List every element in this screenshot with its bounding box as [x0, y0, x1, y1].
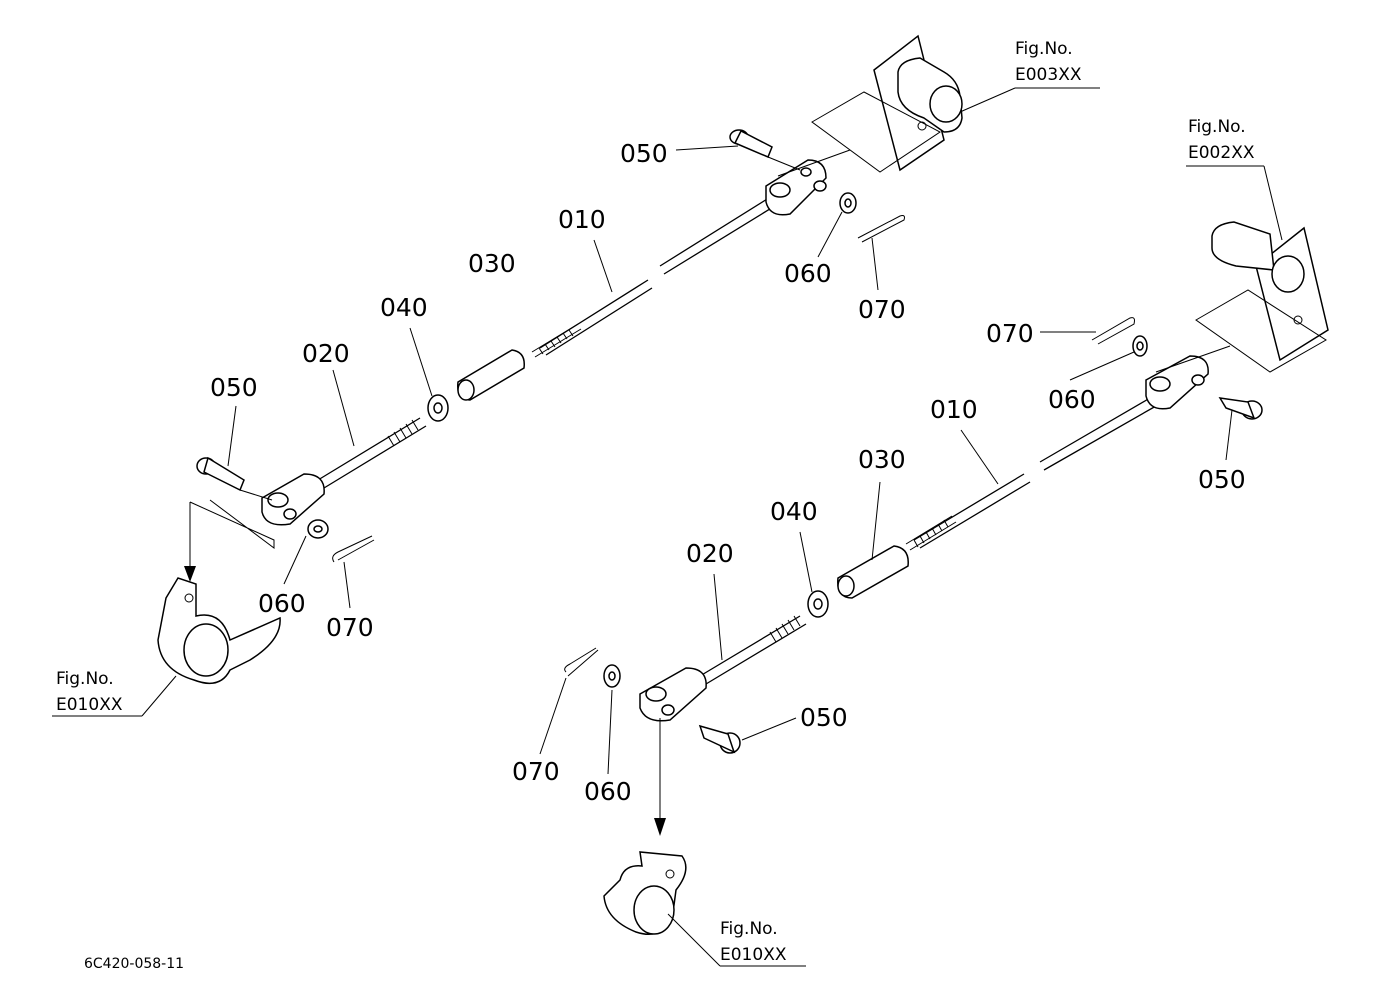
pin-050-upper-left	[196, 456, 273, 501]
rod-020-upper	[317, 417, 427, 489]
leader-lines	[52, 87, 1283, 967]
clevis-upper-bottom	[261, 473, 325, 526]
clevis-lower-bottom	[639, 667, 707, 722]
cotter-pin-070-lower-bottom	[564, 647, 599, 677]
fig-label-e010xx-bottom-fig: Fig.No.	[720, 919, 778, 939]
bracket-e003xx	[777, 34, 963, 177]
bracket-e002xx	[1155, 221, 1329, 373]
label-070-lower-bottom: 070	[512, 757, 560, 786]
label-060-lower-right: 060	[1048, 385, 1096, 414]
fig-label-e003xx-fig: Fig.No.	[1015, 39, 1073, 59]
turnbuckle-030-lower	[837, 545, 909, 599]
label-040-upper: 040	[380, 293, 428, 322]
arm-e010xx-left	[157, 499, 281, 685]
arm-e010xx-bottom	[603, 718, 687, 935]
fig-label-e010xx-bottom-num: E010XX	[720, 945, 787, 965]
rod-020-lower	[699, 615, 807, 685]
fig-label-e002xx-fig: Fig.No.	[1188, 117, 1246, 137]
rod-010-lower	[905, 397, 1157, 551]
fig-label-e003xx-num: E003XX	[1015, 65, 1082, 85]
pin-050-upper-top	[729, 129, 801, 171]
label-020-lower: 020	[686, 539, 734, 568]
fig-label-e002xx-num: E002XX	[1188, 143, 1255, 163]
clevis-upper-top	[765, 159, 827, 216]
label-050-lower-bottom: 050	[800, 703, 848, 732]
cotter-pin-070-lower-right	[1091, 317, 1135, 345]
label-030-lower: 030	[858, 445, 906, 474]
label-070-upper-top: 070	[858, 295, 906, 324]
pin-050-lower-right	[1218, 397, 1263, 420]
label-020-upper: 020	[302, 339, 350, 368]
label-060-upper-left: 060	[258, 589, 306, 618]
label-060-upper-top: 060	[784, 259, 832, 288]
fig-label-e010xx-left-fig: Fig.No.	[56, 669, 114, 689]
drawing-code: 6C420-058-11	[84, 956, 184, 972]
washer-060-lower-bottom	[603, 664, 621, 688]
pin-050-lower-bottom	[698, 724, 741, 754]
labels: Fig.No. E003XX 050 010 030 060 070 040 0…	[56, 39, 1255, 972]
clevis-lower-top	[1145, 355, 1209, 410]
label-010-lower: 010	[930, 395, 978, 424]
rod-010-upper	[531, 195, 779, 358]
upper-assembly	[157, 34, 963, 685]
cotter-pin-070-upper-top	[857, 215, 905, 243]
label-060-lower-bottom: 060	[584, 777, 632, 806]
fig-label-e010xx-left-num: E010XX	[56, 695, 123, 715]
label-050-lower-right: 050	[1198, 465, 1246, 494]
label-070-lower-right: 070	[986, 319, 1034, 348]
washer-060-upper-left	[307, 519, 329, 539]
lower-assembly	[564, 221, 1329, 935]
cotter-pin-070-upper-left	[332, 535, 375, 563]
label-050-upper-top: 050	[620, 139, 668, 168]
label-010-upper: 010	[558, 205, 606, 234]
washer-060-upper-top	[839, 192, 857, 214]
nut-040-lower	[807, 590, 829, 618]
washer-060-lower-right	[1132, 335, 1148, 357]
turnbuckle-030-upper	[457, 349, 525, 401]
nut-040-upper	[427, 394, 449, 422]
label-070-upper-left: 070	[326, 613, 374, 642]
label-040-lower: 040	[770, 497, 818, 526]
label-050-upper-left: 050	[210, 373, 258, 402]
label-030-upper: 030	[468, 249, 516, 278]
